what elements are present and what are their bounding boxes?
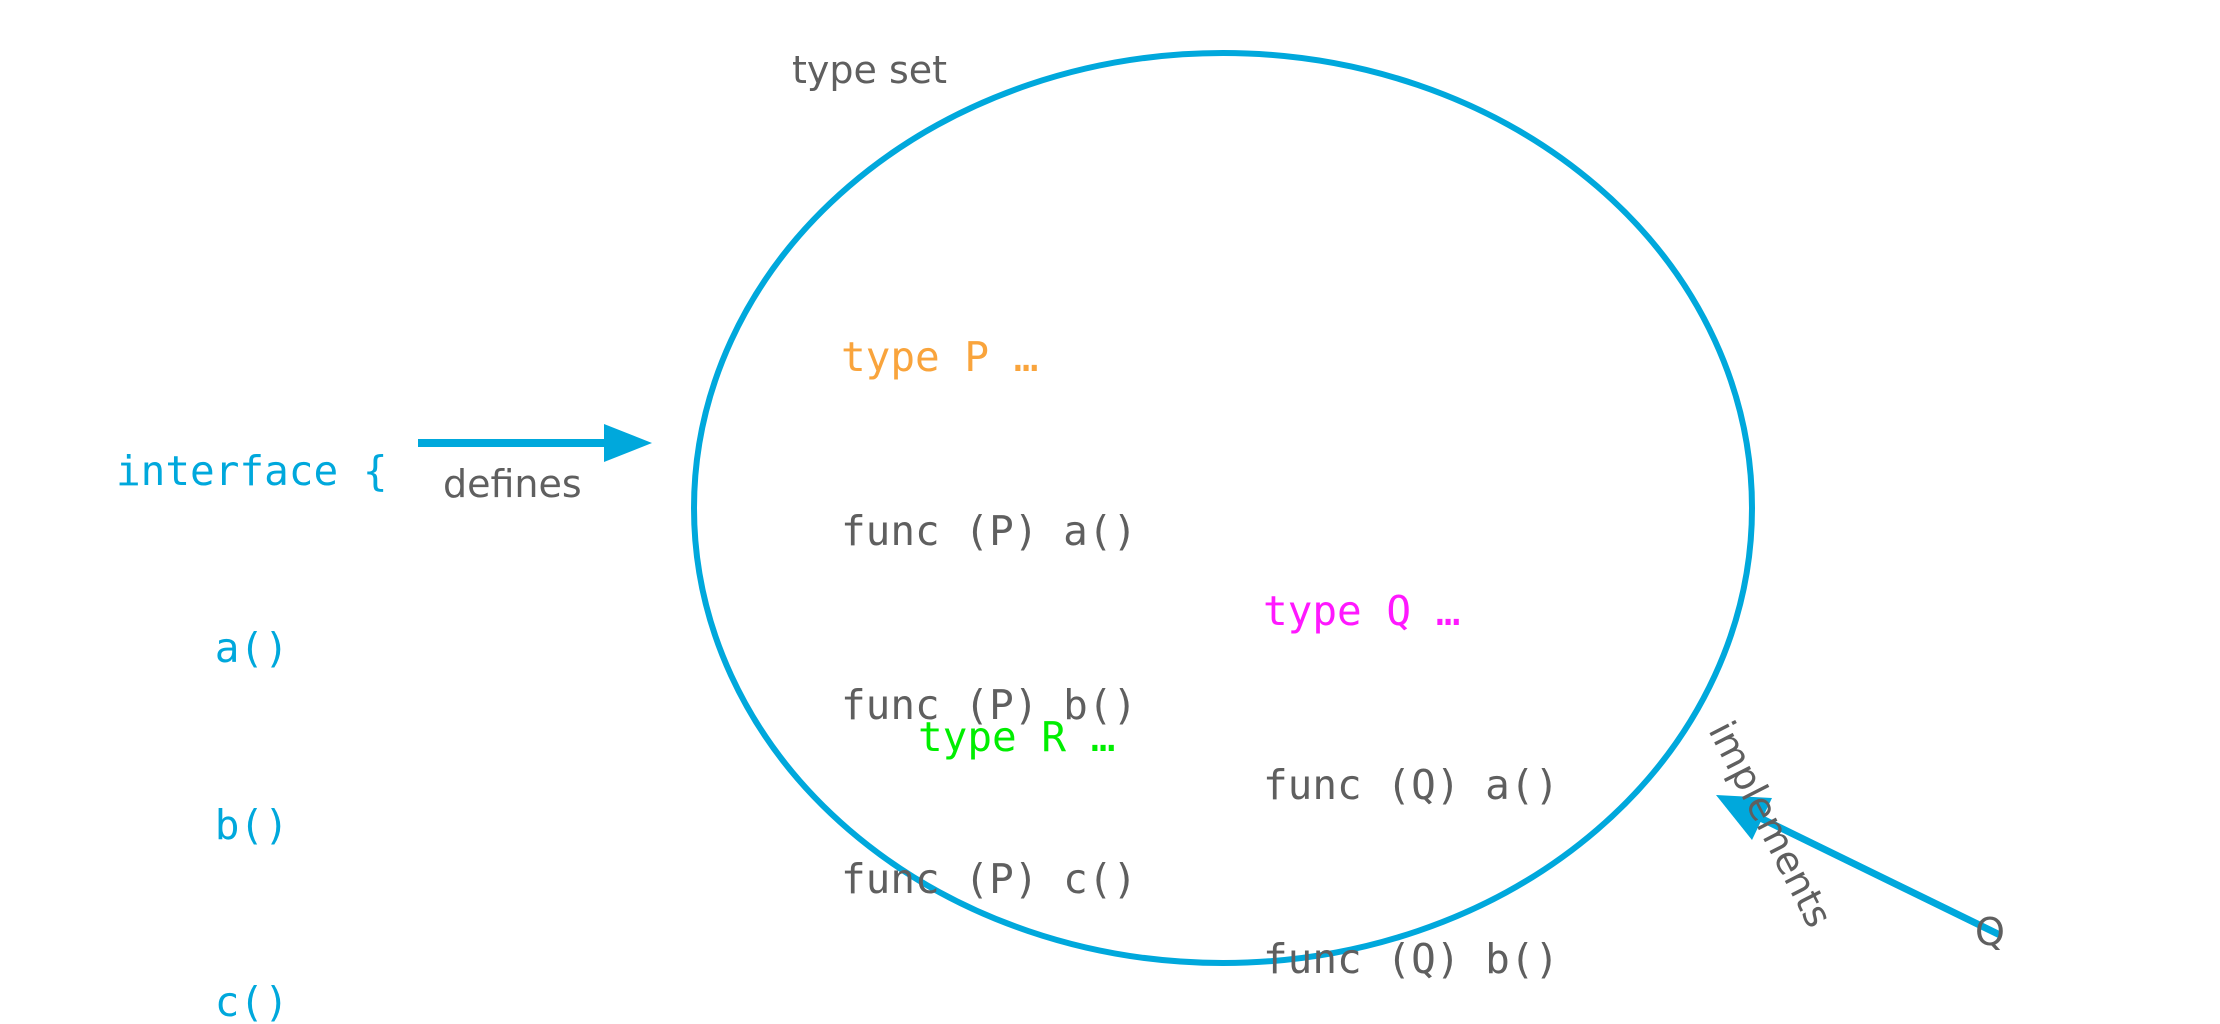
type-r-block: type R … [918,592,1115,882]
type-q-header: type Q … [1263,587,1461,635]
type-p-method-c: func (P) c() [841,855,1138,903]
type-p-method-b: func (P) b() [841,681,1138,729]
implements-arrow [1700,740,2030,970]
type-q-block: type Q … func (Q) a() func (Q) b() func … [1263,466,1559,1024]
arrow-right-icon [418,424,652,462]
implements-target-label: Q [1975,910,2005,954]
interface-definition-block: interface { a() b() c() } [116,324,388,1024]
defines-arrow [408,412,658,472]
type-q-method-b: func (Q) b() [1263,935,1560,983]
interface-method-a: a() [116,624,289,672]
type-set-ellipse [678,28,1768,988]
type-p-block: type P … func (P) a() func (P) b() func … [841,212,1137,1024]
ellipse-shape [691,50,1755,966]
interface-line-open: interface { [116,447,388,495]
type-p-header: type P … [841,333,1039,381]
type-q-method-a: func (Q) a() [1263,761,1560,809]
type-set-label: type set [792,48,948,92]
defines-label: defines [443,462,582,506]
type-p-method-a: func (P) a() [841,507,1138,555]
arrow-up-left-icon [1716,795,2002,939]
interface-method-b: b() [116,801,289,849]
type-r-header: type R … [918,713,1116,761]
interface-method-c: c() [116,978,289,1024]
